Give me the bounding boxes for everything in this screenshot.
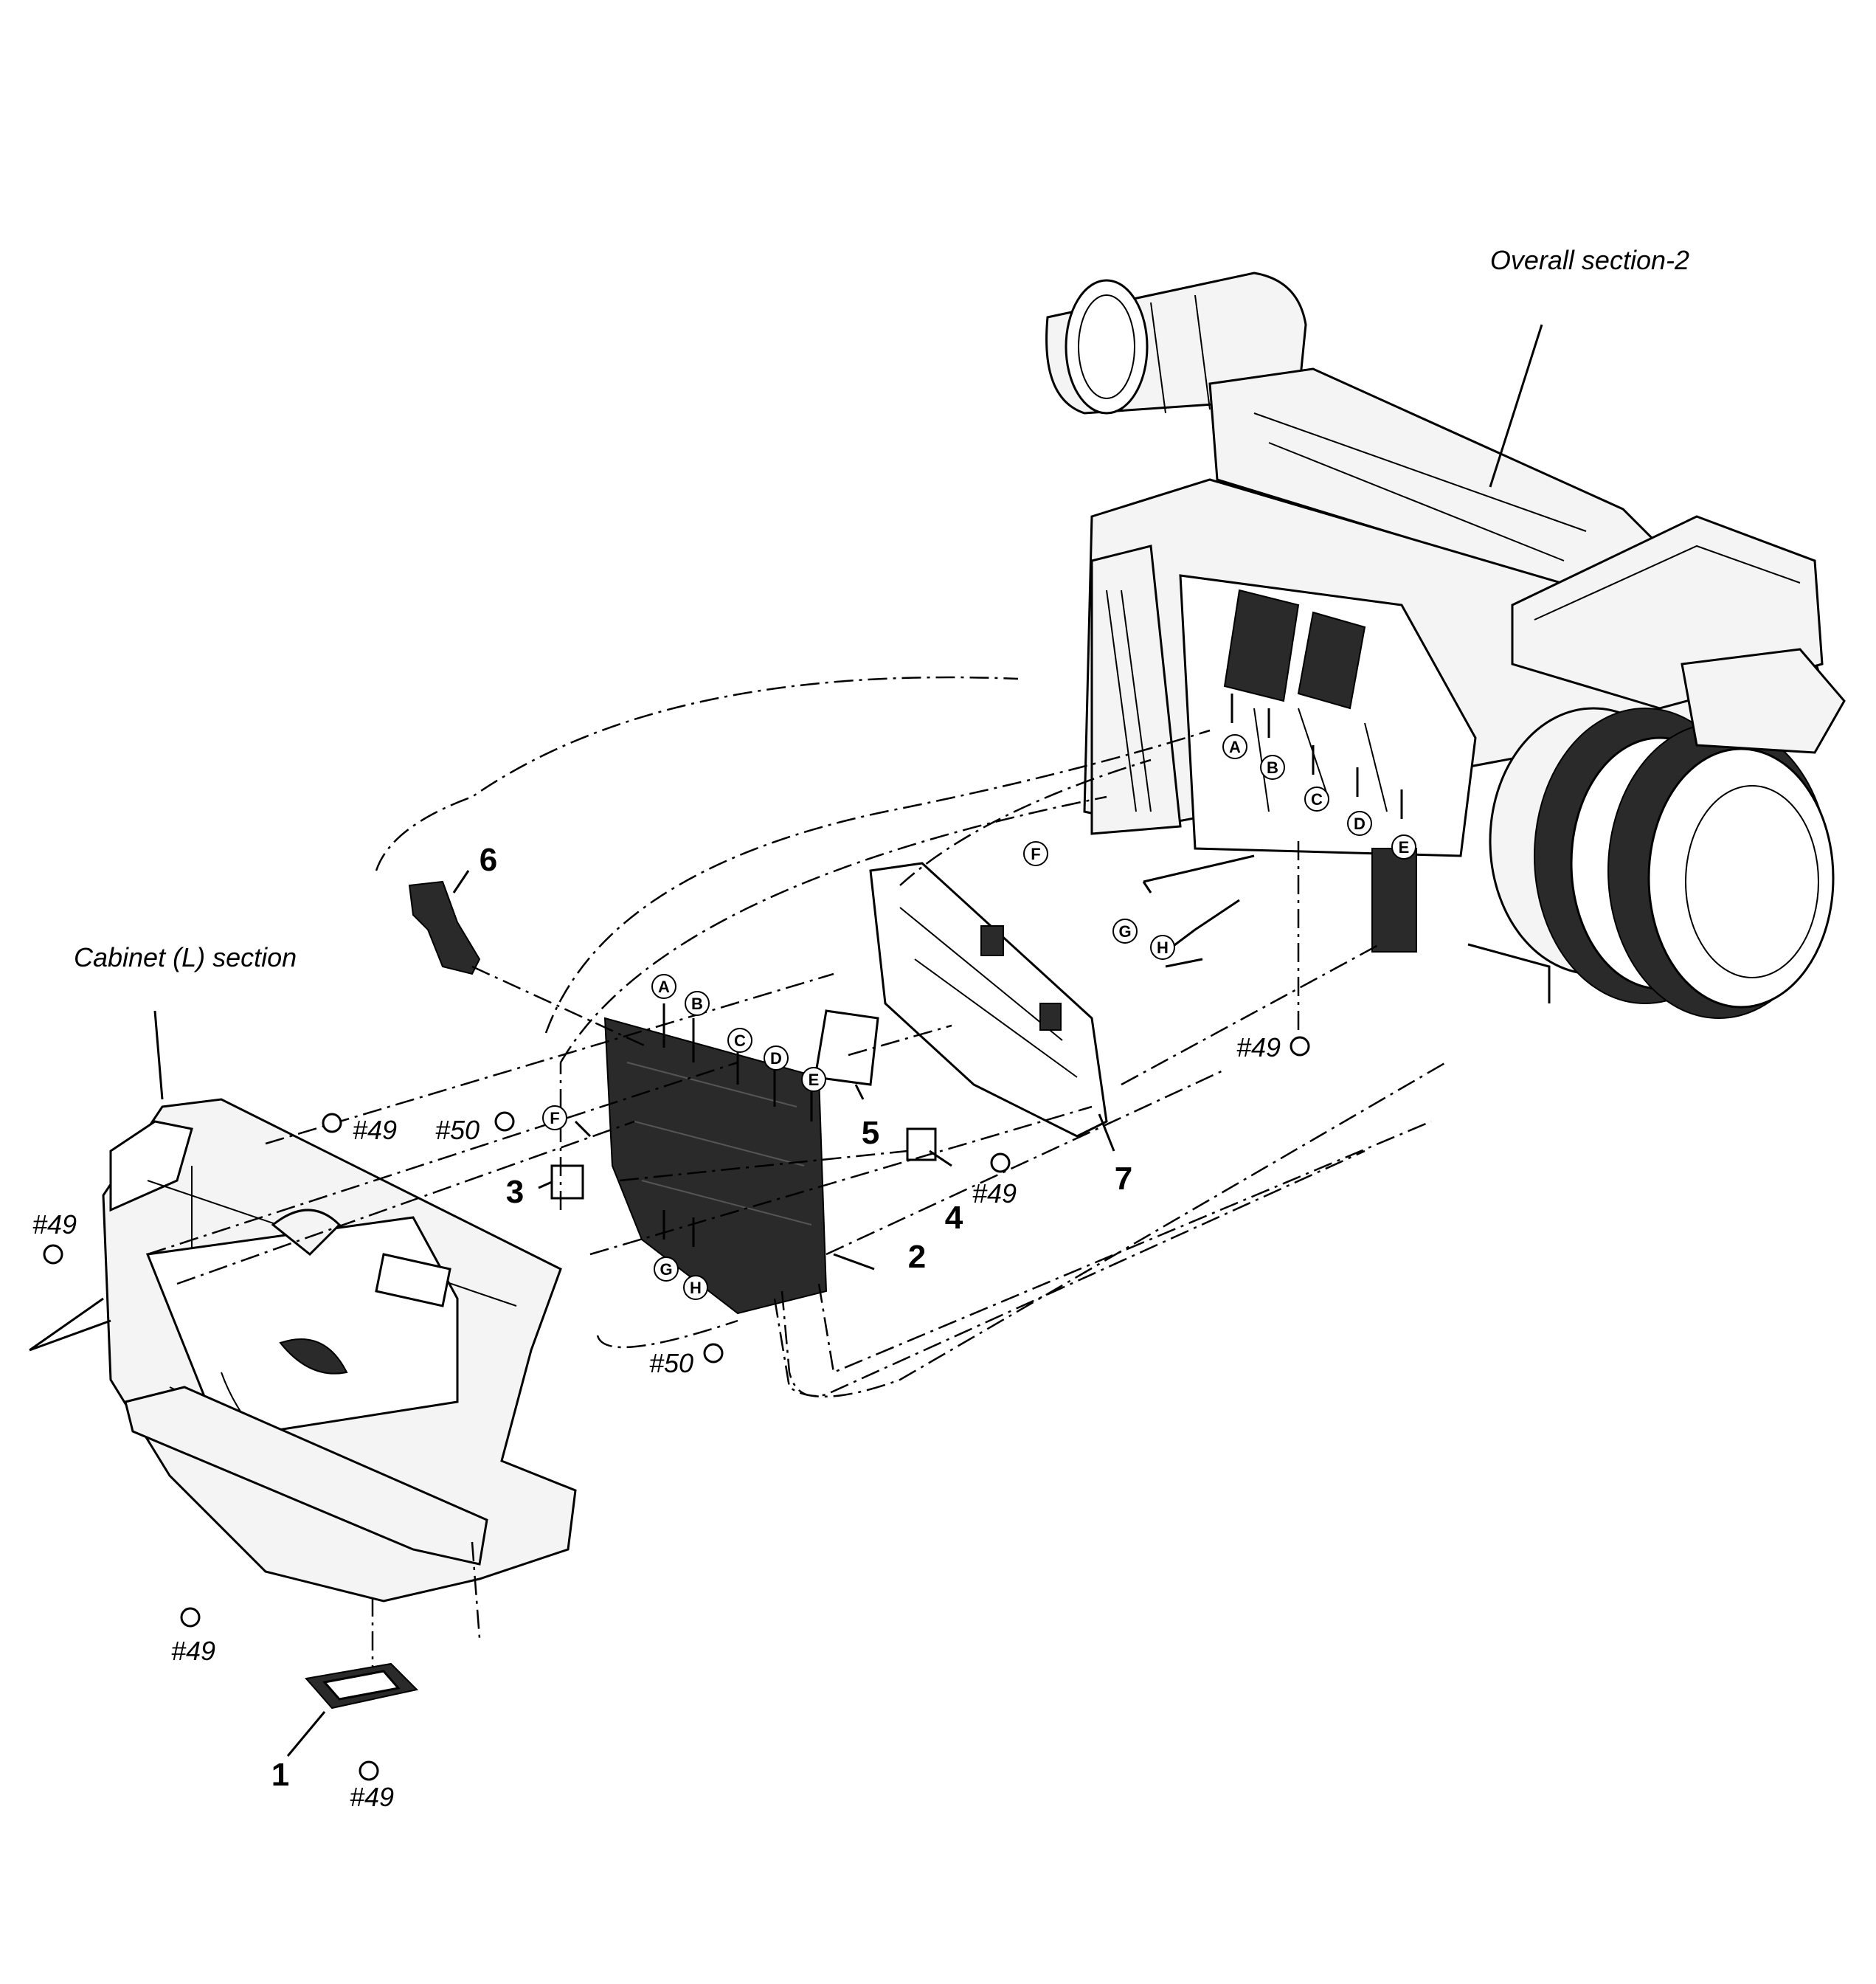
connector-B-board: B [691,995,703,1013]
connector-A-board: A [658,978,670,996]
connector-B-camera: B [1267,758,1278,777]
connector-F-camera: F [1031,845,1040,863]
sheet-part-5 [814,1009,879,1086]
part-number-6: 6 [480,842,497,878]
camcorder-body [1045,272,1846,1019]
main-board-part-2 [603,1017,828,1315]
screw-label-50-lower: #50 [649,1348,693,1378]
connector-E-camera: E [1399,838,1410,857]
part-number-4: 4 [945,1200,963,1236]
screw-label-49-cabinet-top: #49 [353,1115,397,1145]
connector-E-board: E [809,1071,820,1089]
bottom-plate-part-1 [305,1662,419,1710]
screw-label-49-plate: #49 [350,1782,394,1812]
screw-label-49-cabinet-left: #49 [32,1209,77,1240]
connector-G-camera: G [1118,922,1131,941]
part-number-5: 5 [862,1115,879,1151]
metal-frame-part-7 [869,862,1108,1138]
connector-D-board: D [770,1049,782,1068]
leader-lines [29,324,1543,1757]
connector-labels: A B C D E F G H A B C D E F G H [542,734,1416,1300]
part-number-3: 3 [506,1174,524,1210]
screw-label-49-cabinet-bottom: #49 [171,1636,215,1666]
overall-section-label: Overall section-2 [1490,245,1689,275]
screw-label-49-frame: #49 [972,1178,1017,1209]
connector-D-camera: D [1354,815,1366,833]
cabinet-l-housing [102,1098,577,1603]
connector-H-board: H [690,1279,702,1297]
connector-A-camera: A [1229,738,1241,756]
part-number-2: 2 [908,1239,926,1275]
assembly-guide-lines [147,676,1447,1667]
connector-C-board: C [734,1031,746,1050]
connector-C-camera: C [1311,790,1323,809]
sheet-part-3 [550,1164,584,1200]
screw-label-50-upper: #50 [435,1115,480,1145]
part-number-1: 1 [271,1757,289,1793]
screws [43,1036,1310,1781]
connector-H-camera: H [1157,939,1169,957]
sheet-part-4 [906,1127,937,1161]
cabinet-section-label: Cabinet (L) section [74,942,297,972]
screw-label-49-camera: #49 [1236,1032,1281,1062]
connector-G-board: G [660,1260,672,1279]
connector-F-board: F [550,1109,559,1127]
flex-cable-part-6 [408,880,481,975]
part-number-7: 7 [1115,1161,1132,1197]
